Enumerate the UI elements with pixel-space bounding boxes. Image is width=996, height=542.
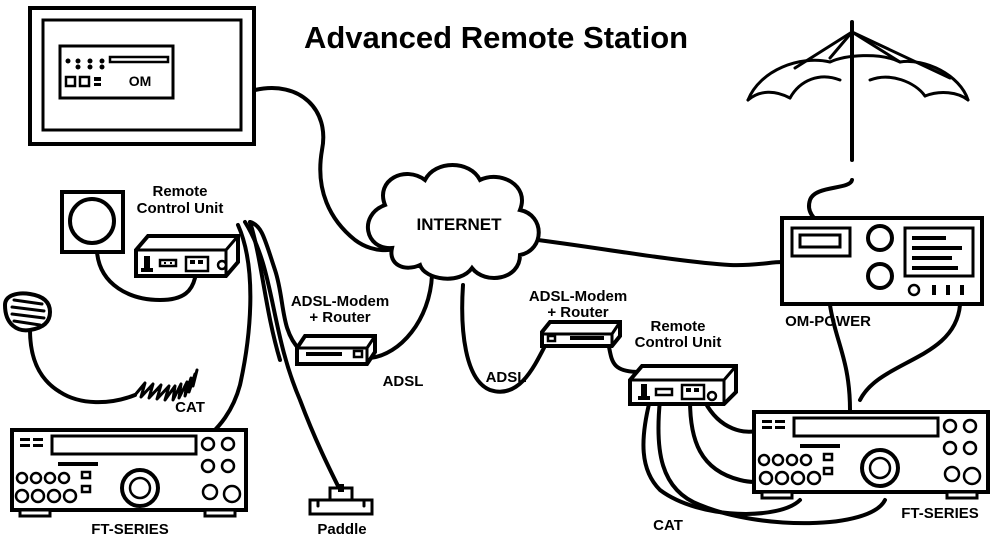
- rcu-left-label-line2: Control Unit: [137, 200, 224, 217]
- cable-internet-to-ompower: [536, 238, 784, 268]
- cat-left-label: CAT: [175, 399, 205, 416]
- cable-speaker-to-rcu: [95, 250, 197, 302]
- monitor-screen-controls: [64, 55, 170, 88]
- rcu-right-label-line1: Remote: [650, 318, 705, 335]
- cable-rcu-left-to-paddle: [243, 220, 342, 492]
- rcu-right-label-line2: Control Unit: [635, 334, 722, 351]
- cable-ompower-to-ft-right: [828, 303, 962, 412]
- cable-rcu-left-to-ft-left: [208, 223, 253, 437]
- internet-cloud: INTERNET: [366, 163, 541, 281]
- ft-left-label: FT-SERIES: [91, 521, 169, 538]
- ft-left-controls: [14, 436, 242, 508]
- rcu-left-label-line1: Remote: [152, 183, 207, 200]
- microphone: [2, 291, 53, 333]
- cable-internet-to-modem-left: [368, 273, 434, 360]
- ft-right-label: FT-SERIES: [901, 505, 979, 522]
- monitor-screen-label: OM: [129, 73, 152, 89]
- cable-internet-to-modem-right: [460, 283, 550, 394]
- cable-monitor-to-internet: [253, 86, 407, 253]
- rcu-right-ports: [638, 383, 718, 402]
- om-power-amplifier: OM-POWER: [780, 216, 984, 330]
- morse-paddle: Paddle: [308, 484, 374, 538]
- paddle-label: Paddle: [317, 521, 366, 538]
- ft-series-transceiver-right: FT-SERIES: [752, 410, 990, 522]
- internet-label: INTERNET: [417, 215, 503, 234]
- om-power-label: OM-POWER: [785, 313, 871, 330]
- modem-right-label-line1: ADSL-Modem: [529, 288, 627, 305]
- cable-mic-coiled: [28, 328, 199, 405]
- modem-left-label-line2: + Router: [309, 309, 370, 326]
- speaker: [60, 190, 125, 254]
- adsl-left-label: ADSL: [383, 373, 424, 390]
- cable-antenna-to-ompower: [807, 178, 854, 224]
- cable-modem-left-to-rcu-left: [248, 220, 302, 352]
- modem-left-label-line1: ADSL-Modem: [291, 293, 389, 310]
- ft-right-controls: [757, 418, 982, 488]
- modem-right-label-line2: + Router: [547, 304, 608, 321]
- pc-monitor: OM: [28, 6, 256, 146]
- antenna: [746, 20, 970, 162]
- cat-right-label: CAT: [653, 517, 683, 534]
- rcu-left-ports: [141, 255, 228, 273]
- adsl-right-label: ADSL: [486, 369, 527, 386]
- adsl-modem-left: ADSL-Modem + Router: [291, 293, 389, 366]
- diagram-title: Advanced Remote Station: [304, 20, 688, 55]
- ft-series-transceiver-left: FT-SERIES: [10, 428, 248, 538]
- adsl-modem-right: ADSL-Modem + Router: [529, 288, 627, 348]
- remote-control-unit-right: Remote Control Unit: [628, 318, 738, 406]
- remote-control-unit-left: Remote Control Unit: [134, 183, 240, 278]
